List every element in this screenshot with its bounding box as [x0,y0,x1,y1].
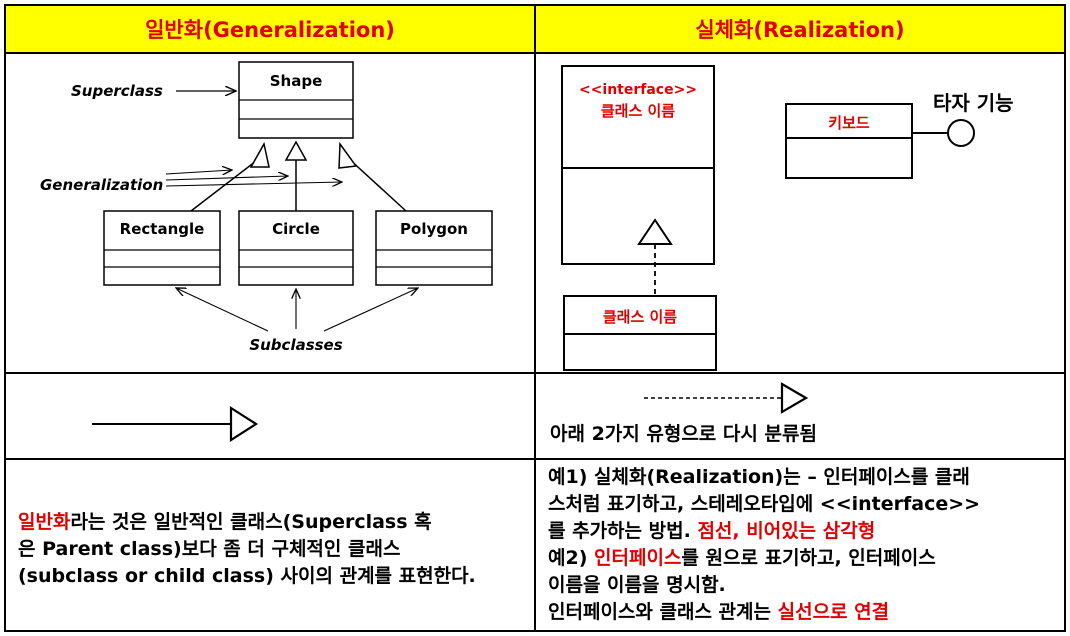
hollow-triangle-icon [780,382,809,414]
highlight-term: 실선으로 연결 [777,601,890,623]
desc-line: 예2) 인터페이스를 원으로 표기하고, 인터페이스 [548,545,1060,572]
hollow-triangle-icon [229,405,259,443]
class-name-shape: Shape [270,72,323,90]
desc-line: 이름을 이름을 명시함. [548,574,726,596]
class-name-circle: Circle [272,220,320,238]
desc-text: 라는 것은 일반적인 클래스(Superclass 혹 [70,511,432,533]
interface-class-box: <<interface>> 클래스 이름 [561,65,715,265]
desc-line: 인터페이스와 클래스 관계는 실선으로 연결 [548,599,1060,626]
generalization-label: Generalization [40,176,163,194]
hollow-triangle-icon [249,141,270,168]
class-name-rectangle: Rectangle [120,220,205,238]
subclasses-pointer [176,288,269,332]
superclass-label: Superclass [71,82,163,100]
typing-function-label: 타자 기능 [933,91,1014,115]
subclasses-label: Subclasses [249,336,342,354]
implementing-class-box: 클래스 이름 [563,295,717,371]
highlight-term: 일반화 [18,511,71,533]
hollow-triangle-icon [338,141,358,169]
realization-diagram: <<interface>> 클래스 이름 클래스 이름 키보드 타자 기능 [561,65,1014,371]
interface-name: 클래스 이름 [601,102,675,120]
generalization-diagram: Shape Superclass Generalization Rectangl… [40,61,493,354]
generalization-arrow-cell [92,405,259,443]
row-divider [6,52,1064,54]
column-divider [534,6,536,630]
row-divider [6,372,1064,374]
desc-line: 일반화라는 것은 일반적인 클래스(Superclass 혹 [18,509,530,536]
header-realization: 실체화(Realization) [536,6,1064,52]
desc-text: 인터페이스와 클래스 관계는 [548,601,778,623]
generalization-description: 일반화라는 것은 일반적인 클래스(Superclass 혹 은 Parent … [18,509,530,590]
rectangle-class-box: Rectangle [103,210,221,286]
header-generalization: 일반화(Generalization) [6,6,534,52]
generalization-pointer [165,182,342,186]
desc-text: 를 추가하는 방법. [548,520,698,542]
comparison-table: 일반화(Generalization) 실체화(Realization) Sha… [4,4,1066,632]
interface-circle-icon [947,119,975,147]
highlight-term: 인터페이스 [594,547,682,569]
interface-stereotype: <<interface>> [579,82,697,98]
generalization-pointer [165,170,232,174]
desc-line: 스처럼 표기하고, 스테레오타입에 <<interface>> [548,493,981,515]
desc-line: (subclass or child class) 사이의 관계를 표현한다. [18,565,476,587]
desc-line: 를 추가하는 방법. 점선, 비어있는 삼각형 [548,518,1060,545]
desc-line: 은 Parent class)보다 좀 더 구체적인 클래스 [18,538,401,560]
generalization-pointer [165,176,288,180]
row-divider [6,458,1064,460]
arrow-caption: 아래 2가지 유형으로 다시 분류됨 [550,423,817,445]
polygon-class-box: Polygon [375,210,493,286]
circle-class-box: Circle [238,210,354,286]
shape-class-box: Shape [238,61,354,139]
realization-arrow-cell: 아래 2가지 유형으로 다시 분류됨 [550,382,817,445]
desc-line: 예1) 실체화(Realization)는 – 인터페이스를 클래 [548,466,970,488]
highlight-term: 점선, 비어있는 삼각형 [697,520,876,542]
keyboard-label: 키보드 [828,114,870,132]
realization-description: 예1) 실체화(Realization)는 – 인터페이스를 클래 스처럼 표기… [548,464,1060,626]
desc-text: 예2) [548,547,594,569]
subclasses-pointer [323,288,418,332]
hollow-triangle-icon [284,140,308,161]
generalization-line [190,157,261,212]
class-name: 클래스 이름 [603,308,677,326]
class-name-polygon: Polygon [400,220,468,238]
keyboard-class-box: 키보드 [785,103,913,179]
generalization-line [347,157,407,212]
desc-text: 를 원으로 표기하고, 인터페이스 [681,547,936,569]
